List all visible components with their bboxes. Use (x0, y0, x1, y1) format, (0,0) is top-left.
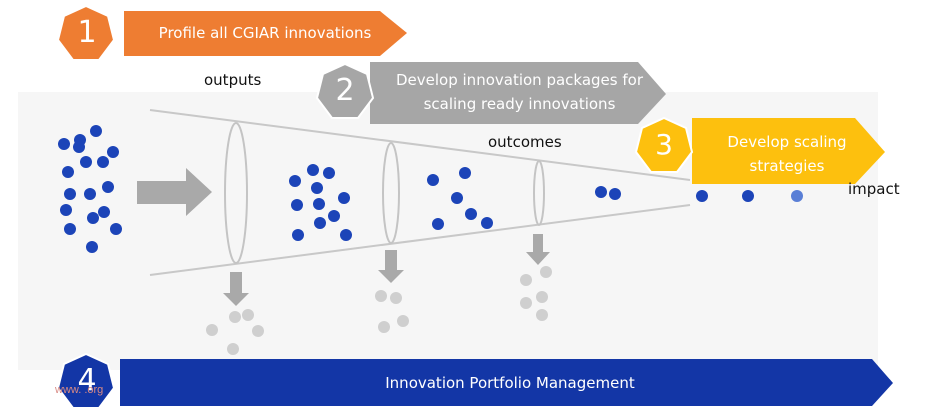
dot (609, 188, 621, 200)
down-arrow-3 (526, 234, 550, 265)
dot (481, 217, 493, 229)
dot (311, 182, 323, 194)
dot (252, 325, 264, 337)
dot (323, 167, 335, 179)
step-4-badge (56, 352, 116, 409)
dot (60, 204, 72, 216)
dot (536, 309, 548, 321)
dot (338, 192, 350, 204)
dot (242, 309, 254, 321)
dot (307, 164, 319, 176)
step-4-label: Innovation Portfolio Management (385, 374, 635, 392)
dot (80, 156, 92, 168)
dot (289, 175, 301, 187)
dot (206, 324, 218, 336)
funnel-top-line (149, 109, 691, 181)
dot (58, 138, 70, 150)
dot (520, 297, 532, 309)
step-2-number: 2 (335, 73, 355, 108)
dot (107, 146, 119, 158)
dot (98, 206, 110, 218)
step-3-arrow (692, 118, 885, 184)
step-3-badge (634, 116, 694, 173)
dot (536, 291, 548, 303)
step-4-number: 4 (77, 363, 97, 398)
dot (340, 229, 352, 241)
step-2-arrow (370, 62, 666, 124)
discarded-dots-1 (206, 309, 264, 355)
step-4-arrow (120, 359, 893, 406)
discarded-dots-3 (520, 266, 552, 321)
dot (86, 241, 98, 253)
step-1-badge (56, 4, 116, 61)
dot (314, 217, 326, 229)
input-dot-cluster (58, 125, 122, 253)
step-2-label: Develop innovation packages for scaling … (396, 71, 643, 113)
dot (84, 188, 96, 200)
dot (291, 199, 303, 211)
dot (378, 321, 390, 333)
step-1-number: 1 (77, 15, 97, 50)
dot (459, 167, 471, 179)
dot (62, 166, 74, 178)
dot (432, 218, 444, 230)
down-arrow-1 (223, 272, 249, 306)
dot (791, 190, 803, 202)
dot (427, 174, 439, 186)
outputs-dot-cluster (289, 164, 352, 241)
dot (742, 190, 754, 202)
step-1-arrow (124, 11, 407, 56)
dot (520, 274, 532, 286)
dot (390, 292, 402, 304)
dot (397, 315, 409, 327)
dot (97, 156, 109, 168)
dot (540, 266, 552, 278)
down-arrow-2 (378, 250, 404, 283)
dot (102, 181, 114, 193)
dot (229, 311, 241, 323)
website-watermark: www. .org (55, 384, 104, 396)
dot (375, 290, 387, 302)
middle-dot-cluster (427, 167, 493, 230)
step-3-number: 3 (655, 128, 673, 161)
step-1-label: Profile all CGIAR innovations (158, 24, 372, 42)
outcome-dot-pair (595, 186, 621, 200)
impact-dots (696, 190, 803, 202)
impact-label: impact (848, 180, 900, 198)
dot (64, 188, 76, 200)
dot (465, 208, 477, 220)
step-3-label: Develop scaling strategies (727, 133, 847, 175)
dot (90, 125, 102, 137)
dot (595, 186, 607, 198)
outputs-label: outputs (204, 71, 262, 89)
filter-ring-1 (224, 122, 248, 264)
funnel-bottom-line (149, 204, 691, 276)
discarded-dots-2 (375, 290, 409, 333)
filter-ring-3 (533, 160, 545, 226)
dot (227, 343, 239, 355)
dot (73, 141, 85, 153)
dot (292, 229, 304, 241)
dot (328, 210, 340, 222)
dot (110, 223, 122, 235)
input-arrow (137, 168, 212, 216)
dot (313, 198, 325, 210)
step-2-badge (315, 62, 375, 119)
dot (87, 212, 99, 224)
dot (696, 190, 708, 202)
dot (64, 223, 76, 235)
outcomes-label: outcomes (488, 133, 562, 151)
filter-ring-2 (382, 142, 400, 244)
dot (451, 192, 463, 204)
